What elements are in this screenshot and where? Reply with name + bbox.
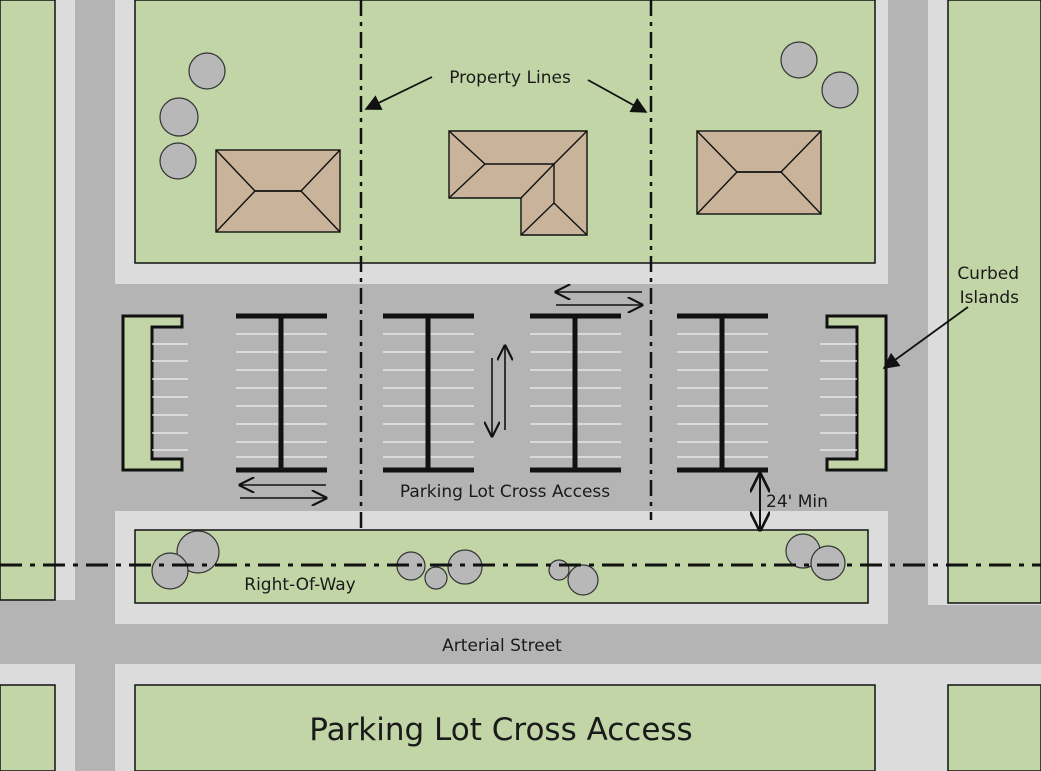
parking-row-3: [530, 313, 621, 473]
curbed-island-leader: [882, 306, 969, 369]
bottom-right-lawn: [947, 684, 1041, 771]
house-icon: [215, 149, 341, 233]
parking-row-2: [383, 313, 474, 473]
right-lawn: [947, 0, 1041, 604]
bottom-left-lawn: [0, 684, 56, 771]
tree-group-top-right: [780, 41, 859, 109]
two-way-arrow-icon: [240, 485, 326, 498]
cross-access-label: Parking Lot Cross Access: [400, 482, 610, 502]
diagram-title: Parking Lot Cross Access: [309, 712, 692, 748]
property-lines-label: Property Lines: [449, 68, 571, 88]
curbed-island-left: [121, 314, 188, 472]
curbed-islands-label-line2: Islands: [960, 288, 1020, 308]
curbed-islands-label-line1: Curbed: [957, 264, 1019, 284]
min-width-label: 24' Min: [766, 492, 828, 512]
parking-row-1: [236, 313, 327, 473]
arterial-street: [0, 624, 1041, 664]
house-icon: [448, 130, 588, 236]
arterial-street-label: Arterial Street: [442, 636, 562, 656]
right-of-way-label: Right-Of-Way: [244, 575, 355, 595]
bottom-center-lawn: [134, 684, 876, 771]
property-line-leader-right: [587, 79, 648, 113]
two-way-arrow-icon: [492, 346, 505, 436]
tree-group-row: [151, 530, 846, 596]
left-lawn: [0, 0, 56, 601]
tree-group-top-left: [159, 52, 226, 180]
two-way-arrow-icon: [556, 292, 642, 305]
house-icon: [696, 130, 822, 215]
property-line-leader-left: [364, 76, 433, 110]
parking-row-4: [677, 313, 768, 473]
